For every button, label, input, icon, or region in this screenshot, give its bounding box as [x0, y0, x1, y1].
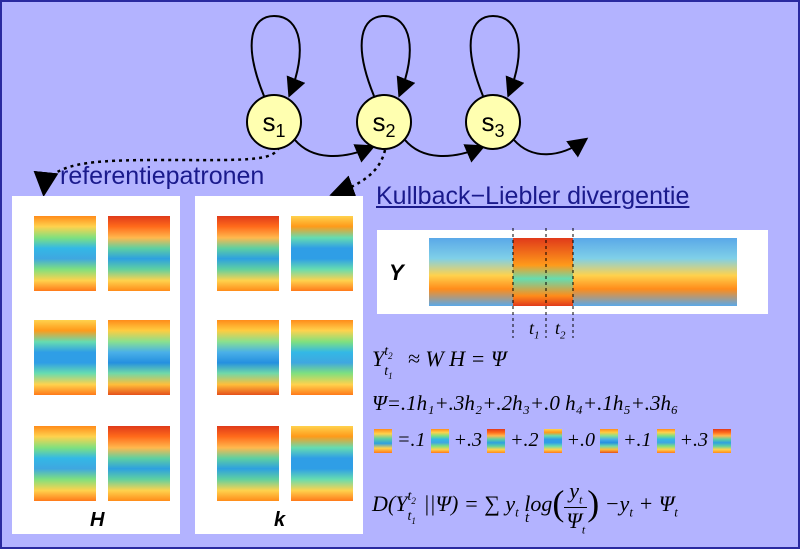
formula-approx-sub: t1 [384, 364, 393, 381]
t1-sub: 1 [534, 329, 540, 342]
eq3-patch [430, 429, 449, 454]
state-s3-sub: 3 [494, 121, 505, 142]
formula-approx-Y: Y [372, 346, 385, 371]
pattern-patch [217, 216, 279, 291]
self-loop-s2 [360, 14, 416, 98]
pattern-patch [217, 426, 279, 501]
pattern-patch [34, 216, 96, 291]
state-s2: s2 [356, 94, 412, 150]
state-s2-label: s [372, 107, 386, 137]
kl-title: Kullback−Liebler divergentie [376, 182, 690, 210]
formula-div-y-sub: t [515, 504, 519, 520]
arrow-s3-out [513, 137, 589, 158]
formula-div-num: yt [564, 478, 588, 509]
formula-div-tail: −y [604, 490, 630, 516]
state-s1: s1 [246, 94, 302, 150]
formula-div-tail2-sub: t [674, 504, 678, 520]
psi-patch [374, 429, 392, 454]
dotted-arrow-s1-to-H [33, 146, 281, 197]
state-s1-sub: 1 [275, 121, 286, 142]
t2-sub: 2 [560, 329, 566, 342]
pattern-patch [34, 426, 96, 501]
eq3-coeff: +.2 [510, 429, 544, 451]
state-s2-sub: 2 [385, 121, 396, 142]
eq3-coeff: +.1 [623, 429, 657, 451]
formula-div-lhs: D(Y [372, 490, 408, 516]
eq3-coeff: +.3 [453, 429, 487, 451]
sum-index: t [525, 510, 530, 526]
self-loop-s1 [250, 14, 306, 98]
pattern-patch [291, 216, 353, 291]
panel-H: H [12, 196, 180, 534]
pattern-patch [108, 320, 170, 395]
eq3-patch [713, 429, 731, 454]
Y-hot-region [513, 238, 573, 306]
self-loop-s3 [469, 14, 525, 98]
formula-div-den: Ψt [566, 508, 586, 537]
label-H: H [90, 509, 105, 531]
formula-div-sup: t2 [407, 488, 416, 506]
state-s3: s3 [465, 94, 521, 150]
eq3-coeff: +.0 [566, 429, 600, 451]
formula-div-log: log [524, 490, 553, 516]
state-s3-label: s [481, 107, 495, 137]
referentiepatronen-label: referentiepatronen [60, 162, 265, 190]
pattern-patch [108, 216, 170, 291]
eq3-terms: =.1 +.3 +.2 +.0 +.1 +.3 [397, 429, 731, 454]
formula-patches: =.1 +.3 +.2 +.0 +.1 +.3 [374, 429, 731, 457]
panel-Y: Y [377, 230, 768, 314]
t2-label: t2 [555, 318, 566, 342]
formula-div-paren-close: ) [587, 482, 600, 523]
arrow-s1-s2 [294, 139, 376, 163]
formula-approx-sup: t2 [384, 344, 393, 361]
pattern-patch [217, 320, 279, 395]
eq3-patch [656, 429, 675, 454]
formula-div-paren-open: ( [552, 482, 565, 523]
eq3-patch [487, 429, 505, 454]
pattern-patch [291, 426, 353, 501]
formula-div-sub: t1 [407, 508, 416, 526]
pattern-patch [291, 320, 353, 395]
label-Y: Y [389, 260, 404, 285]
formula-div-tail2: + Ψ [638, 490, 675, 516]
formula-psi: Ψ=.1h₁+.3h₂+.2h₃+.0 h₄+.1h₅+.3h₆ [372, 391, 679, 415]
eq3-patch [600, 429, 618, 454]
pattern-patch [108, 426, 170, 501]
t2-text: t [555, 318, 561, 338]
eq3-coeff: +.3 [679, 429, 713, 451]
eq3-coeff: =.1 [397, 429, 431, 451]
t1-label: t1 [529, 318, 540, 342]
Y-spectrogram [429, 238, 737, 306]
formula-div-mid: ||Ψ) = ∑ [423, 490, 500, 516]
state-s1-label: s [262, 107, 276, 137]
eq3-patch [543, 429, 562, 454]
formula-div-tail-sub: t [629, 504, 633, 520]
formula-approx-rest: ≈ W H = Ψ [407, 346, 507, 371]
arrow-s2-s3 [404, 139, 486, 163]
pattern-patch [34, 320, 96, 395]
panel-k: k [195, 196, 363, 534]
label-k: k [274, 509, 286, 531]
formula-div-y: y [505, 490, 516, 516]
t1-text: t [529, 318, 535, 338]
